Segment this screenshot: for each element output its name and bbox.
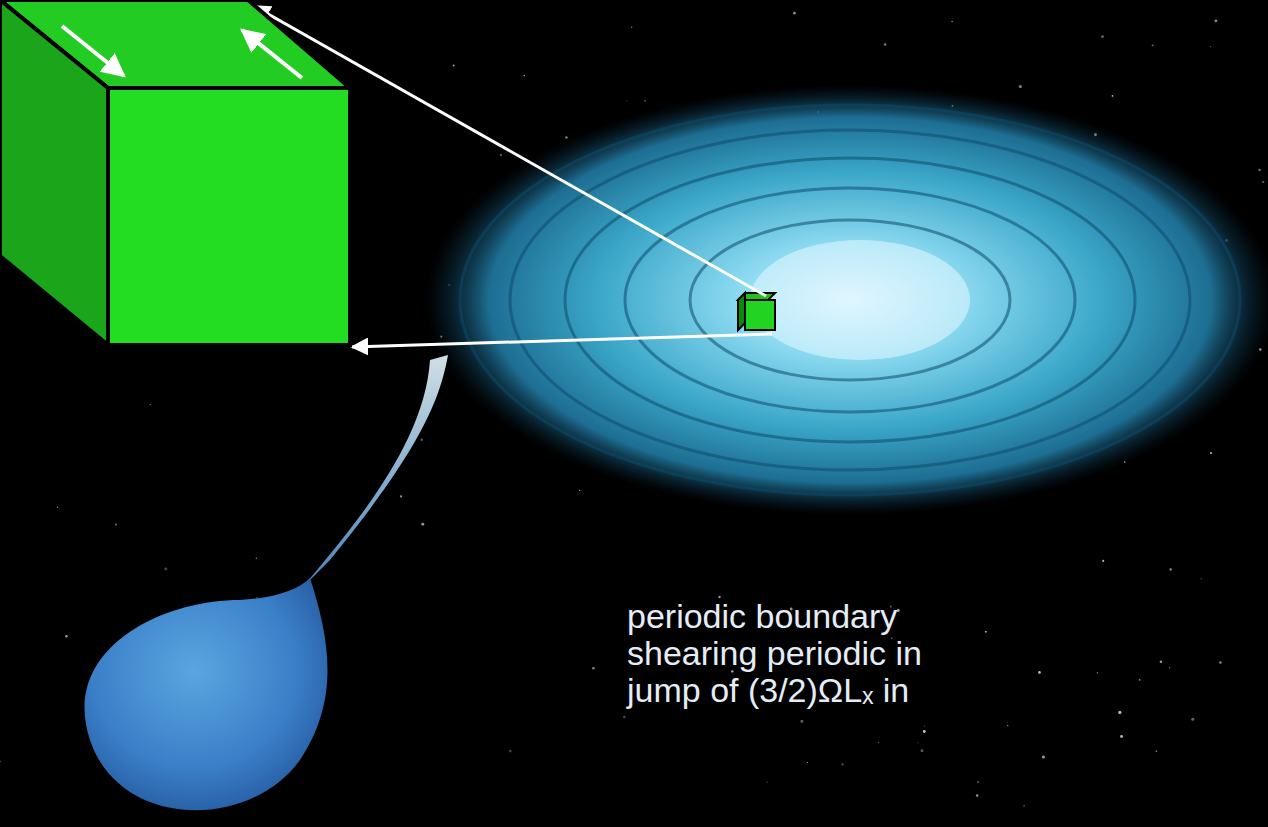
disk-core xyxy=(750,240,970,360)
star-dot xyxy=(976,794,979,797)
shear-arrow xyxy=(242,30,302,78)
star-dot xyxy=(977,781,979,783)
star-dot xyxy=(1169,568,1171,570)
star-dot xyxy=(421,439,423,441)
star-dot xyxy=(421,523,424,526)
star-dot xyxy=(1201,578,1202,579)
star-dot xyxy=(524,75,526,77)
caption-line: jump of (3/2)ΩLₓ in xyxy=(627,672,909,709)
star-dot xyxy=(793,12,796,15)
star-dot xyxy=(623,716,626,719)
disk-rings xyxy=(460,105,1240,495)
star-dot xyxy=(1023,805,1024,806)
star-dot xyxy=(924,725,925,726)
star-dot xyxy=(0,761,1,763)
star-dot xyxy=(453,65,455,67)
star-dot xyxy=(565,136,567,138)
star-dot xyxy=(918,742,919,743)
star-dot xyxy=(1169,667,1170,668)
donor-star xyxy=(85,578,328,810)
star-dot xyxy=(884,43,887,46)
star-dot xyxy=(1262,181,1264,183)
mass-stream xyxy=(300,355,448,590)
star-dot xyxy=(1139,679,1141,681)
star-dot xyxy=(923,730,926,733)
star-dot xyxy=(1210,46,1211,47)
star-dot xyxy=(1155,750,1157,752)
shear-arrow xyxy=(62,26,124,76)
star-dot xyxy=(164,567,167,570)
star-dot xyxy=(592,667,595,670)
accretion-disk xyxy=(425,85,1268,515)
star-dot xyxy=(766,781,767,782)
star-dot xyxy=(150,404,151,405)
star-dot xyxy=(1191,718,1194,721)
star-dot xyxy=(1219,661,1221,663)
small-cube xyxy=(738,293,775,330)
large-cube xyxy=(0,0,350,345)
star-dot xyxy=(1102,560,1104,562)
star-dot xyxy=(1097,672,1098,673)
star-dot xyxy=(985,631,987,633)
caption-line: shearing periodic in xyxy=(627,635,922,672)
star-dot xyxy=(1120,735,1123,738)
star-dot xyxy=(800,720,803,723)
star-dot xyxy=(1042,756,1045,759)
star-dot xyxy=(1112,95,1114,97)
star-dot xyxy=(65,635,68,638)
star-dot xyxy=(1152,45,1154,47)
star-dot xyxy=(1019,85,1022,88)
star-dot xyxy=(1258,169,1260,171)
star-dot xyxy=(1038,671,1041,674)
star-dot xyxy=(626,100,627,101)
star-dot xyxy=(1210,452,1212,454)
star-dot xyxy=(115,524,117,526)
star-dot xyxy=(256,557,258,559)
star-dot xyxy=(841,763,843,765)
star-dot xyxy=(921,749,924,752)
star-dot xyxy=(400,495,402,497)
star-dot xyxy=(1118,711,1121,714)
caption-line: periodic boundary xyxy=(627,598,897,635)
star-dot xyxy=(644,100,645,101)
zoom-line xyxy=(352,334,772,347)
star-dot xyxy=(878,742,879,743)
star-dot xyxy=(631,26,632,27)
star-dot xyxy=(579,490,580,491)
star-dot xyxy=(1160,661,1162,663)
star-dot xyxy=(1007,725,1008,726)
star-dot xyxy=(500,154,502,156)
star-dot xyxy=(807,762,808,763)
star-dot xyxy=(509,750,512,753)
star-dot xyxy=(57,506,59,508)
star-dot xyxy=(1101,35,1104,38)
star-dot xyxy=(1215,20,1218,23)
star-dot xyxy=(951,21,953,23)
